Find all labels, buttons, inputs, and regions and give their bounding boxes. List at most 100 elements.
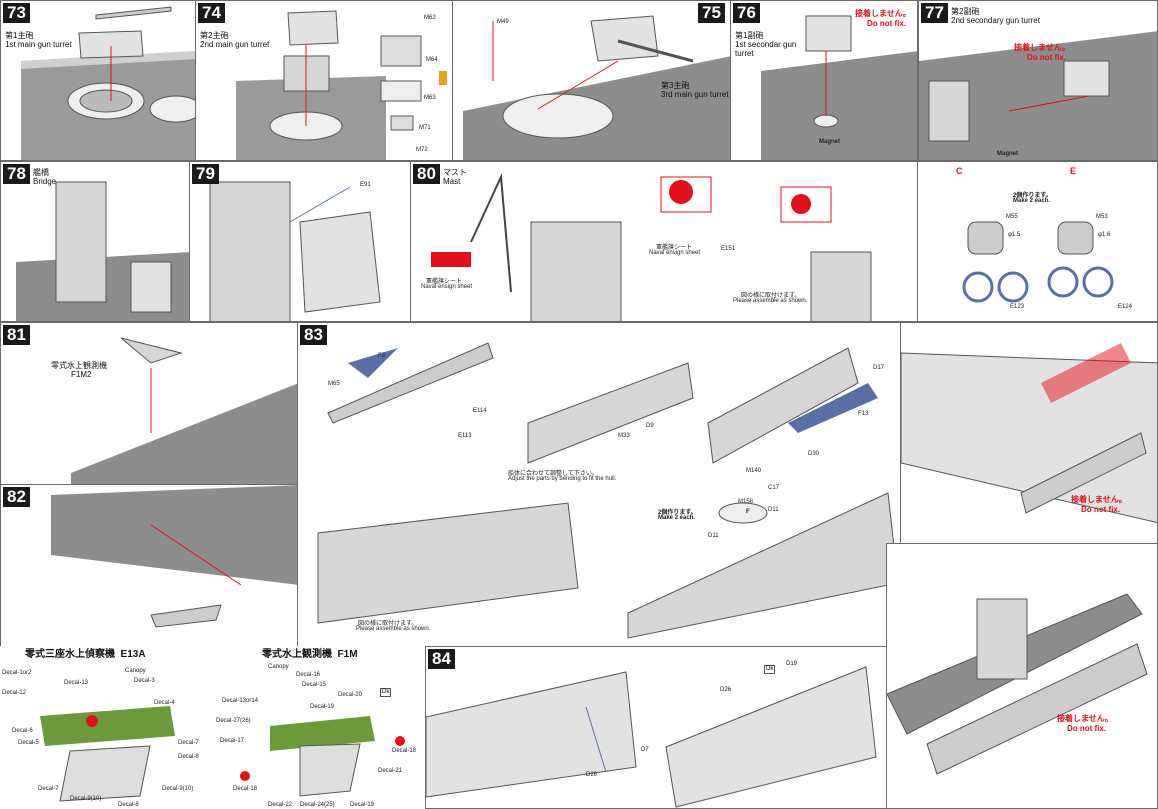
decal-label: Decal-12 xyxy=(2,690,27,696)
decal-label: Decal-16 xyxy=(296,672,321,678)
part-label: M55 xyxy=(1006,214,1018,220)
part-label: M140 xyxy=(746,468,762,474)
part-label: E113 xyxy=(458,433,472,439)
decal-label: Decal-7 xyxy=(178,740,199,746)
step-76-drawing xyxy=(761,15,917,160)
ensign-label-en: Naval ensign sheet xyxy=(649,250,701,256)
step-80-drawing xyxy=(431,173,872,321)
part-label: M158 xyxy=(738,499,754,505)
part-label: M64 xyxy=(426,57,438,63)
ensign-label-jp: 軍艦旗シート xyxy=(656,245,693,251)
step-73-drawing xyxy=(21,6,195,160)
part-label: M33 xyxy=(618,433,630,439)
step-title-en: F1M2 xyxy=(71,370,92,379)
step-77-drawing xyxy=(919,31,1157,160)
ensign-label-en: Naval ensign sheet xyxy=(421,284,473,290)
step-title-jp: 零式水上観測機 xyxy=(51,361,107,370)
decal-guide-panel: 零式三座水上偵察機 E13A 零式水上観測機 F1M Canopy Canopy… xyxy=(0,646,425,809)
step-title-en: Bridge xyxy=(33,177,57,186)
ensign-label-jp: 軍艦旗シート xyxy=(426,279,463,285)
f1m-title: 零式水上観測機 F1M xyxy=(262,649,358,660)
warning-jp: 接着しません。 xyxy=(1014,43,1070,52)
magnet-label: Magnet xyxy=(997,151,1018,157)
part-label: M72 xyxy=(416,147,428,153)
step-title-en: 1st secondar gun turret xyxy=(735,40,797,58)
step-number: 84 xyxy=(428,649,455,669)
step-title-en: Mast xyxy=(443,177,461,186)
step-number: 77 xyxy=(921,3,948,23)
part-label: E123 xyxy=(1010,304,1025,310)
parts-detail-drawing xyxy=(962,221,1114,303)
decal-label: Decal-8 xyxy=(178,754,199,760)
make-two-en: Make 2 each. xyxy=(1013,198,1051,204)
magnet-label: Magnet xyxy=(819,139,840,145)
decal-label: Decal-13 xyxy=(64,680,89,686)
e-marker: E xyxy=(1070,166,1077,176)
warning-jp: 接着しません。 xyxy=(1057,714,1113,723)
step-76-panel: 76 第1副砲 1st secondar gun turret 接着しません。 … xyxy=(730,0,918,161)
step-80-panel: 80 マスト Mast 軍艦旗シート Naval ensign sheet 軍艦… xyxy=(410,161,918,322)
decal-label: Decal-19 xyxy=(350,802,375,808)
detail-drawing xyxy=(901,343,1157,524)
part-label: E124 xyxy=(1118,304,1133,310)
step-83-detail-panel: 接着しません。 Do not fix. xyxy=(900,322,1158,544)
step-title-jp: マスト xyxy=(443,168,467,177)
decal-label: Decal-9(10) xyxy=(162,786,194,792)
decal-label: Decal-27(26) xyxy=(216,718,251,724)
step-number: 73 xyxy=(3,3,30,23)
make-two-jp: 2個作ります。 xyxy=(658,510,697,516)
diameter-label: φ1.5 xyxy=(1008,232,1021,238)
part-label: M65 xyxy=(328,381,340,387)
warning-en: Do not fix. xyxy=(1067,724,1107,733)
part-label: E91 xyxy=(360,182,371,188)
step-number: 74 xyxy=(198,3,225,23)
part-label: E151 xyxy=(721,246,736,252)
part-label: D7 xyxy=(641,747,649,753)
step-83-panel: 83 M65 F3 E114 E113 D9 M33 船体に合わせて調整して下さ… xyxy=(297,322,901,647)
step-number: 83 xyxy=(300,325,327,345)
part-label: M63 xyxy=(424,95,436,101)
step-75-drawing xyxy=(463,15,730,160)
warning-jp: 接着しません。 xyxy=(1071,495,1127,504)
decal-label: Decal-8 xyxy=(118,802,139,808)
note-jp: 図の様に取付けます。 xyxy=(358,621,418,627)
part-label: F13 xyxy=(858,411,869,417)
bend-note-en: Adjust the parts by bending to fit the h… xyxy=(508,476,617,482)
step-77-panel: 77 第2副砲 2nd secondary gun turret 接着しません。… xyxy=(918,0,1158,161)
warning-jp: 接着しません。 xyxy=(855,9,911,18)
part-label: C17 xyxy=(768,485,780,491)
part-label: E114 xyxy=(473,408,487,414)
decal-label: Decal-15 xyxy=(302,682,327,688)
part-label: D11 xyxy=(708,533,719,539)
note-en: Please assemble as shown. xyxy=(356,626,431,632)
step-77-detail-panel: C E 2個作ります。 Make 2 each. M55 M53 φ1.5 φ1… xyxy=(917,161,1158,322)
decal-label: Decal-18 xyxy=(233,786,258,792)
decal-label: Decal-13or14 xyxy=(222,698,259,704)
part-label: F3 xyxy=(378,353,386,359)
part-label: D26 xyxy=(720,687,732,693)
step-title-jp: 第2副砲 xyxy=(951,7,980,16)
part-label: D9 xyxy=(646,423,654,429)
canopy-label: Canopy xyxy=(125,668,146,674)
step-82-panel: 82 xyxy=(0,484,298,647)
c-marker: C xyxy=(956,166,963,176)
e13a-title: 零式三座水上偵察機 E13A xyxy=(25,649,146,660)
make-two-jp: 2個作ります。 xyxy=(1013,193,1052,199)
decal-label: Decal-21 xyxy=(378,768,403,774)
decal-drawing xyxy=(40,706,405,802)
step-title-en: 3rd main gun turret xyxy=(661,90,729,99)
decal-label: Decal-17 xyxy=(220,738,245,744)
part-label: M53 xyxy=(1096,214,1108,220)
step-number: 81 xyxy=(3,325,30,345)
ship-overview-drawing xyxy=(887,593,1148,775)
decal-label: Decal-5 xyxy=(18,740,39,746)
warning-en: Do not fix. xyxy=(867,19,907,28)
bend-note-jp: 船体に合わせて調整して下さい。 xyxy=(508,471,598,477)
dk-badge: Dk xyxy=(380,688,392,697)
part-label: M49 xyxy=(497,19,509,25)
step-79-panel: 79 E91 xyxy=(189,161,411,322)
note-jp: 図の様に取付けます。 xyxy=(741,293,801,299)
step-82-drawing xyxy=(51,485,297,628)
step-title-jp: 第3主砲 xyxy=(661,81,690,90)
decal-label: Decal-4 xyxy=(154,700,175,706)
